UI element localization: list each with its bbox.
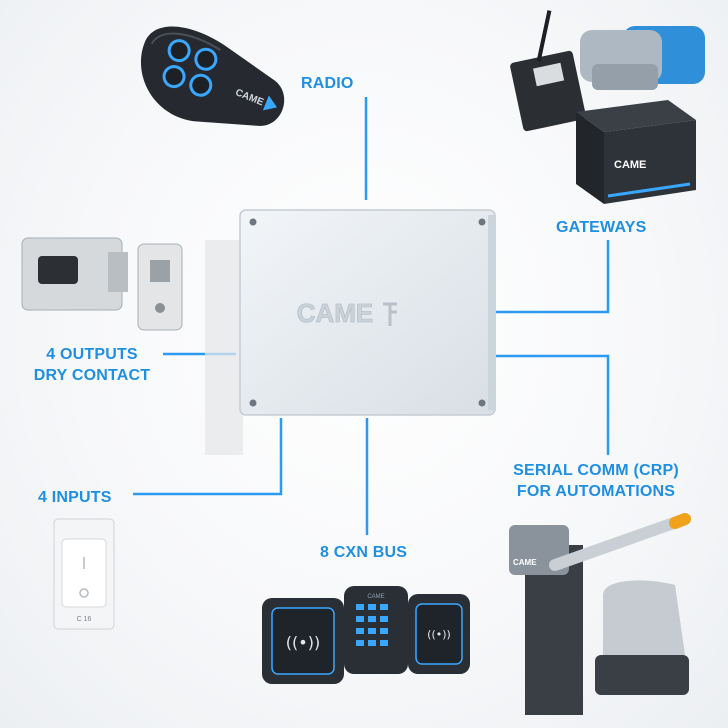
inputs-label: 4 INPUTS (38, 489, 112, 506)
serial-connector (492, 354, 610, 455)
serial-label: SERIAL COMM (CRP) FOR AUTOMATIONS (496, 460, 696, 502)
bus-label: 8 CXN BUS (320, 544, 408, 561)
electric-lock (18, 230, 188, 335)
cxn-bus-readers: ((•)) CAME ((•)) (258, 580, 488, 690)
contactless-icon-2: ((•)) (427, 628, 451, 641)
radio-remote: CAME (118, 24, 298, 149)
control-unit-box: CAME (205, 200, 505, 460)
input-switch: C 16 (52, 517, 117, 632)
outputs-label: 4 OUTPUTS DRY CONTACT (22, 344, 162, 386)
outputs-label-line2: DRY CONTACT (33, 367, 151, 384)
radio-label: RADIO (301, 75, 354, 92)
serial-label-line2: FOR AUTOMATIONS (516, 483, 676, 500)
gateway-devices: CAME (508, 8, 708, 208)
main-box-logo: CAME (297, 298, 374, 328)
barrier-logo: CAME (513, 558, 537, 567)
automation-devices: CAME (495, 505, 725, 720)
outputs-label-line1: 4 OUTPUTS (46, 346, 138, 363)
gateway-cube-logo: CAME (614, 159, 646, 171)
keypad-logo: CAME (367, 594, 384, 600)
contactless-icon: ((•)) (286, 633, 320, 652)
gateways-connector (492, 240, 610, 314)
gateways-label: GATEWAYS (556, 219, 647, 236)
serial-label-line1: SERIAL COMM (CRP) (513, 462, 679, 479)
switch-rating: C 16 (77, 616, 92, 623)
